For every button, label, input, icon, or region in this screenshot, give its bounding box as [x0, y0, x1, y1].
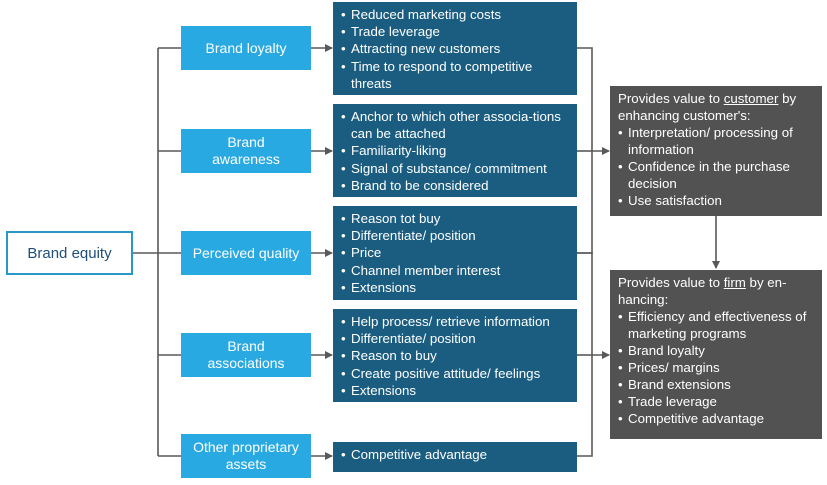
dimension-label: Brand associations [207, 338, 285, 371]
detail-item: Brand to be considered [341, 177, 571, 194]
value-item: Confidence in the purchase decision [618, 158, 816, 192]
value-item: Brand loyalty [618, 342, 816, 359]
detail-item: Create positive attitude/ feelings [341, 365, 571, 382]
lead-text: Provides value to [618, 91, 724, 106]
value-item: Trade leverage [618, 393, 816, 410]
detail-item: Reason to buy [341, 347, 571, 364]
value-item: Use satisfaction [618, 192, 816, 209]
brand-equity-label: Brand equity [27, 244, 112, 262]
detail-item: Reduced marketing costs [341, 6, 571, 23]
customer-value-lead: Provides value to customer by enhancing … [618, 90, 816, 124]
detail-item: Anchor to which other associa-tions can … [341, 108, 571, 142]
dimension-label: Brand loyalty [205, 39, 287, 56]
details-other-assets: Competitive advantage [333, 442, 577, 472]
lead-text: by enhancing customer's: [618, 91, 797, 123]
value-item: Competitive advantage [618, 410, 816, 427]
details-brand-awareness: Anchor to which other associa-tions can … [333, 104, 577, 197]
details-perceived-quality: Reason tot buy Differentiate/ position P… [333, 206, 577, 300]
dimension-brand-loyalty: Brand loyalty [181, 26, 311, 70]
detail-item: Help process/ retrieve information [341, 313, 571, 330]
detail-item: Time to respond to competitive threats [341, 58, 571, 92]
detail-item: Signal of substance/ commitment [341, 160, 571, 177]
detail-item: Attracting new customers [341, 40, 571, 57]
dimension-label: Other proprietary assets [193, 439, 299, 472]
value-item: Efficiency and effectiveness of marketin… [618, 308, 816, 342]
dimension-brand-associations: Brand associations [181, 333, 311, 377]
dimension-perceived-quality: Perceived quality [181, 231, 311, 275]
lead-keyword: customer [723, 91, 779, 106]
detail-item: Differentiate/ position [341, 330, 571, 347]
detail-item: Familiarity-liking [341, 142, 571, 159]
dimension-brand-awareness: Brand awareness [181, 129, 311, 173]
value-item: Brand extensions [618, 376, 816, 393]
details-brand-associations: Help process/ retrieve information Diffe… [333, 309, 577, 402]
dimension-other-assets: Other proprietary assets [181, 434, 311, 478]
details-brand-loyalty: Reduced marketing costs Trade leverage A… [333, 2, 577, 95]
detail-item: Channel member interest [341, 262, 571, 279]
detail-item: Extensions [341, 279, 571, 296]
customer-value-box: Provides value to customer by enhancing … [610, 86, 822, 216]
firm-value-box: Provides value to firm by en-hancing: Ef… [610, 270, 822, 439]
detail-item: Extensions [341, 382, 571, 399]
dimension-label: Brand awareness [212, 134, 280, 167]
detail-item: Price [341, 244, 571, 261]
firm-value-lead: Provides value to firm by en-hancing: [618, 274, 816, 308]
lead-text: Provides value to [618, 275, 724, 290]
brand-equity-box: Brand equity [6, 231, 133, 275]
detail-item: Trade leverage [341, 23, 571, 40]
detail-item: Differentiate/ position [341, 227, 571, 244]
detail-item: Reason tot buy [341, 210, 571, 227]
value-item: Prices/ margins [618, 359, 816, 376]
lead-keyword: firm [723, 275, 746, 290]
value-item: Interpretation/ processing of informatio… [618, 124, 816, 158]
detail-item: Competitive advantage [341, 446, 571, 463]
dimension-label: Perceived quality [192, 244, 300, 261]
lead-text: by en-hancing: [618, 275, 787, 307]
